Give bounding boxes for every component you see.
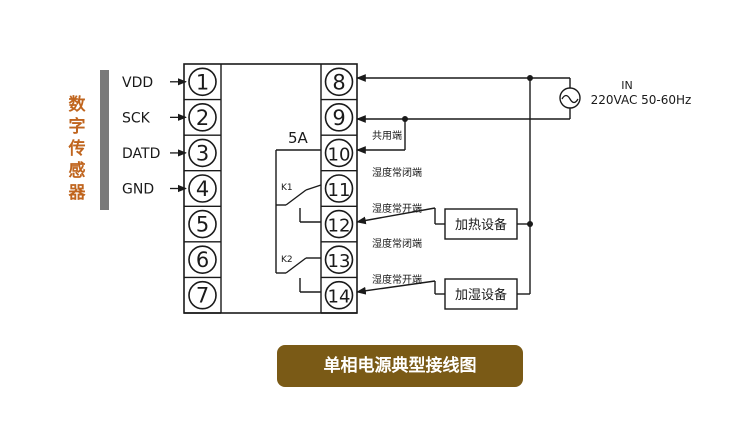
- relay-contacts: [275, 149, 322, 293]
- terminal-screw-icon: [324, 138, 354, 168]
- terminal-number: 3: [196, 141, 209, 165]
- right-terminal-12: 12: [321, 209, 357, 243]
- left-terminal-block: 1 VDD 2 SCK 3 DATD 4 GND 5 6 7: [122, 67, 221, 314]
- terminal-label-no2: 湿度常开端: [372, 273, 422, 286]
- terminal-number: 4: [196, 177, 209, 201]
- terminal-label-nc1: 湿度常闭端: [372, 166, 422, 179]
- terminal-screw-icon: [188, 67, 217, 97]
- terminal-label-no1: 湿度常开端: [372, 202, 422, 215]
- terminal-screw-icon: [324, 245, 354, 274]
- terminal-number: 13: [328, 251, 351, 272]
- signal-label-datd: DATD: [122, 146, 160, 162]
- left-terminal-5: 5: [184, 209, 221, 243]
- humidifier-device-box: [444, 278, 518, 310]
- right-terminal-block: 8 9 10 11 12 13 14: [321, 67, 357, 314]
- terminal-screw-icon: [324, 174, 354, 203]
- power-spec-label: 220VAC 50-60Hz: [591, 93, 692, 107]
- terminal-number: 5: [196, 213, 209, 237]
- right-terminal-8: 8: [321, 67, 357, 101]
- terminal-number: 11: [328, 180, 351, 201]
- diagram-caption: 单相电源典型接线图: [277, 345, 523, 387]
- terminal-screw-icon: [188, 138, 217, 168]
- terminal-screw-icon: [188, 103, 217, 132]
- right-terminal-10: 10: [321, 138, 357, 172]
- terminal-number: 2: [196, 106, 209, 130]
- terminal-number: 9: [332, 106, 345, 130]
- terminal-screw-icon: [324, 209, 354, 239]
- signal-label-vdd: VDD: [122, 75, 153, 91]
- right-terminal-11: 11: [321, 174, 357, 207]
- terminal-screw-icon: [188, 245, 217, 274]
- signal-label-gnd: GND: [122, 182, 154, 198]
- terminal-number: 14: [328, 287, 351, 308]
- terminal-number: 12: [328, 216, 351, 237]
- left-terminal-3: 3 DATD: [122, 138, 221, 172]
- terminal-screw-icon: [324, 67, 354, 97]
- terminal-number: 10: [328, 144, 351, 165]
- terminal-screw-icon: [188, 280, 217, 310]
- left-terminal-7: 7: [184, 280, 221, 314]
- ac-source-icon: [559, 87, 581, 109]
- left-terminal-4: 4 GND: [122, 174, 221, 207]
- sensor-group-bar: [100, 70, 109, 210]
- power-in-label: IN: [621, 79, 632, 92]
- right-terminal-9: 9: [321, 103, 357, 136]
- terminal-number: 7: [196, 284, 209, 308]
- left-terminal-1: 1 VDD: [122, 67, 221, 101]
- right-terminal-13: 13: [321, 245, 357, 279]
- terminal-number: 1: [196, 70, 209, 94]
- humidifier-device-label: 加湿设备: [455, 287, 507, 303]
- signal-label-sck: SCK: [122, 110, 151, 126]
- terminal-label-nc2: 湿度常闭端: [372, 237, 422, 250]
- terminal-label-common: 共用端: [372, 129, 402, 142]
- terminal-screw-icon: [324, 280, 354, 310]
- terminal-number: 6: [196, 248, 209, 272]
- terminal-number: 8: [332, 70, 345, 94]
- relay-k2-label: K2: [281, 255, 293, 265]
- terminal-screw-icon: [324, 103, 354, 132]
- terminal-screw-icon: [188, 209, 217, 239]
- power-wiring: [356, 74, 571, 295]
- sensor-group-label: 数字传感器: [68, 95, 86, 203]
- relay-rating-label: 5A: [288, 129, 309, 147]
- heater-device-label: 加热设备: [455, 217, 507, 233]
- terminal-screw-icon: [188, 174, 217, 203]
- relay-k1-label: K1: [281, 183, 293, 193]
- heater-device-box: [444, 208, 518, 240]
- right-terminal-14: 14: [321, 280, 357, 314]
- left-terminal-6: 6: [184, 245, 221, 279]
- left-terminal-2: 2 SCK: [122, 103, 221, 136]
